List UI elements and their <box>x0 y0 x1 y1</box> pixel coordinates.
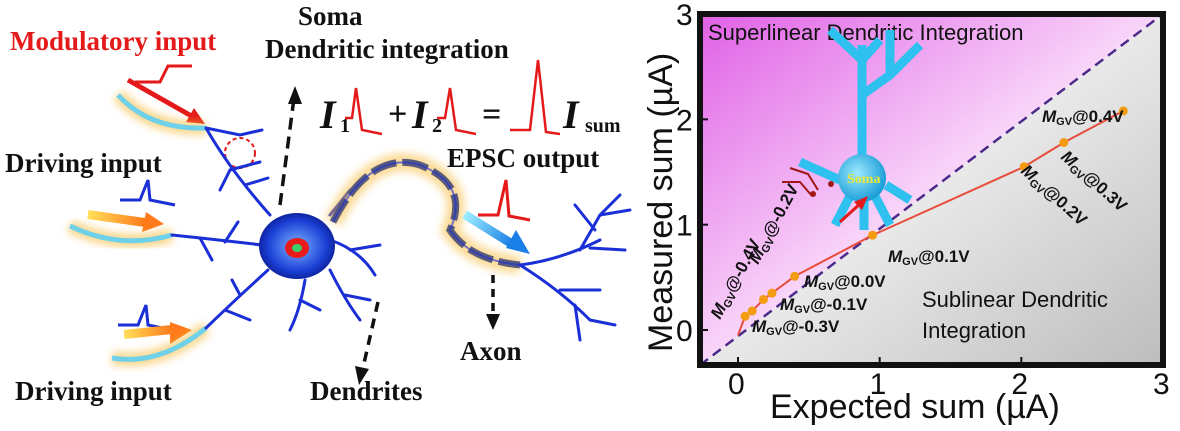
driving-spike-icon-1 <box>120 179 176 207</box>
modulatory-arrow-icon <box>126 77 205 124</box>
svg-text:I: I <box>319 92 337 137</box>
epsc-output-spike-icon <box>478 179 531 222</box>
point-label: MGV@-0.3V <box>752 317 840 338</box>
y-tick-label: 1 <box>676 210 693 243</box>
inset-arrow-icon <box>838 196 868 224</box>
current-sum-equation: I 1 + I 2 = I sum <box>319 59 621 137</box>
data-point <box>790 271 800 281</box>
svg-text:1: 1 <box>340 115 350 137</box>
dendrite-branch-top <box>116 93 207 131</box>
data-point <box>740 311 750 321</box>
epsc-spike-icon-2 <box>437 87 477 136</box>
data-point <box>868 230 878 240</box>
driving-input-label-2: Driving input <box>15 376 172 406</box>
data-point <box>1059 138 1069 148</box>
inset-spike-icon <box>782 167 819 197</box>
svg-text:=: = <box>482 96 501 133</box>
dendritic-integration-label: Dendritic integration <box>265 34 509 64</box>
x-axis-label: Expected sum (µA) <box>770 388 1060 426</box>
point-label: MGV@0.0V <box>804 272 886 293</box>
epsc-output-label: EPSC output <box>447 143 599 173</box>
point-label: MGV@-0.1V <box>780 295 868 316</box>
neuron-diagram: Modulatory input Driving input <box>5 1 632 406</box>
y-tick-label: 2 <box>676 104 693 137</box>
x-tick-label: 2 <box>1011 368 1028 401</box>
data-point <box>1019 162 1029 172</box>
svg-text:I: I <box>562 92 580 137</box>
epsc-output-arrow-icon <box>462 210 530 254</box>
dendrite-tree <box>170 126 382 332</box>
modulatory-pulse-icon <box>135 64 192 84</box>
svg-text:2: 2 <box>432 115 442 137</box>
y-axis-label: Measured sum (µA) <box>642 53 680 352</box>
epsc-spike-icon-1 <box>345 87 383 136</box>
driving-arrow-icon-1 <box>87 210 164 232</box>
soma-label: Soma <box>298 1 363 31</box>
driving-input-label-1: Driving input <box>5 148 162 178</box>
diagonal-reference-line <box>699 13 1164 366</box>
axon-terminal-tree <box>518 193 632 342</box>
inset-soma-label: Soma <box>847 172 880 187</box>
dendrite-branch-middle <box>68 223 173 244</box>
modulatory-input-label: Modulatory input <box>10 26 216 56</box>
soma-pointer-arrow <box>278 86 302 206</box>
axon-label: Axon <box>460 336 522 366</box>
data-point <box>759 294 768 304</box>
x-tick-label: 3 <box>1153 368 1170 401</box>
y-tick-label: 0 <box>676 315 693 348</box>
epsc-spike-icon-sum <box>510 59 561 136</box>
dendrites-pointer-arrow <box>355 301 380 385</box>
x-tick-label: 1 <box>870 368 887 401</box>
data-point <box>767 288 777 298</box>
superlinear-label: Superlinear Dendritic Integration <box>708 20 1024 45</box>
dendrites-label: Dendrites <box>310 376 422 406</box>
point-label: MGV@0.1V <box>888 247 970 268</box>
inset-dendrite-illustration: Soma <box>782 26 924 230</box>
svg-text:I: I <box>411 92 429 137</box>
data-point <box>747 306 757 316</box>
integration-chart: MGV@-0.4VMGV@-0.3VMGV@-0.2VMGV@-0.1VMGV@… <box>642 0 1170 426</box>
dendrite-branch-bottom <box>111 326 208 362</box>
svg-text:sum: sum <box>585 115 621 137</box>
plot-frame <box>697 11 1166 368</box>
y-tick-label: 3 <box>676 0 693 32</box>
inset-soma-ball <box>838 154 886 202</box>
sublinear-label-line-2: Integration <box>922 318 1026 343</box>
axon-pointer-arrow <box>486 275 500 330</box>
x-tick-label: 0 <box>728 368 745 401</box>
driving-arrow-icon-2 <box>123 322 192 344</box>
point-label: MGV@0.4V <box>1042 107 1124 128</box>
data-point <box>1118 106 1128 116</box>
sublinear-label-line-1: Sublinear Dendritic <box>922 287 1108 312</box>
svg-text:+: + <box>388 96 407 133</box>
